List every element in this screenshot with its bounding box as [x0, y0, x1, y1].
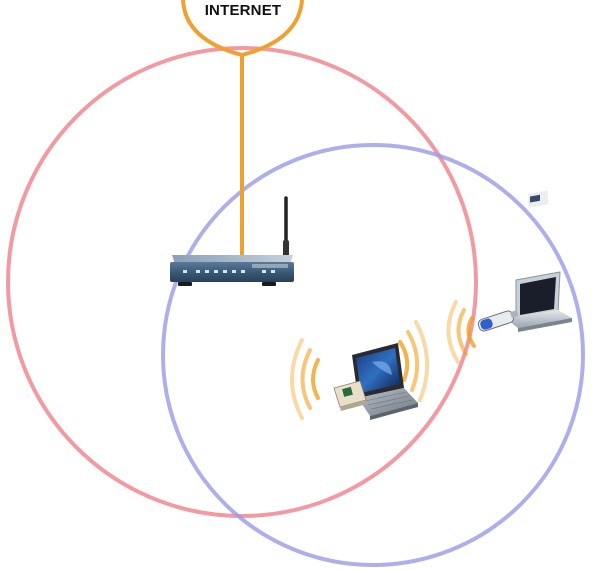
- laptop-icon: [505, 190, 572, 332]
- pc-card-adapter-icon: [333, 380, 367, 411]
- laptop-icon: [352, 343, 418, 420]
- wifi-signal-waves-usb: [446, 300, 476, 364]
- internet-label: INTERNET: [204, 2, 282, 19]
- wireless-router-icon: [170, 196, 294, 286]
- usb-wifi-adapter-icon: [477, 310, 519, 332]
- internet-arc: [181, 0, 304, 58]
- router-coverage-circle: [6, 46, 478, 518]
- wifi-signal-waves-left: [290, 338, 320, 420]
- extender-coverage-circle: [161, 143, 585, 567]
- wifi-signal-waves-right: [398, 320, 430, 402]
